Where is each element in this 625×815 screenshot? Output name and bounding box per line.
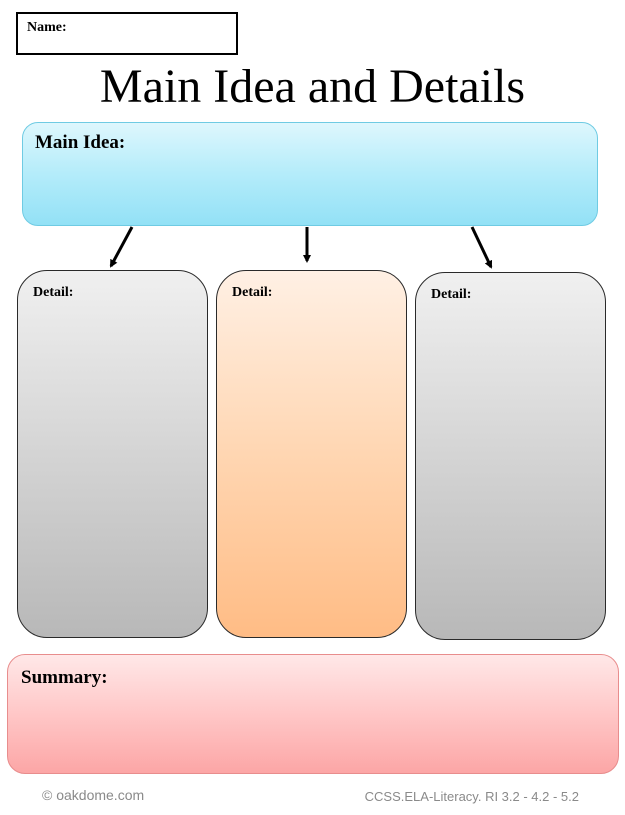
summary-label: Summary: — [21, 667, 108, 688]
detail-label: Detail: — [33, 285, 74, 300]
footer-copyright: © oakdome.com — [42, 787, 145, 803]
main-idea-label: Main Idea: — [35, 132, 126, 153]
page-title: Main Idea and Details — [99, 60, 526, 113]
main-idea-box[interactable]: Main Idea: — [22, 122, 598, 226]
detail-box-2[interactable]: Detail: — [216, 270, 407, 638]
detail-label: Detail: — [232, 285, 273, 300]
detail-label: Detail: — [431, 287, 472, 302]
arrow-left — [109, 226, 134, 268]
name-label: Name: — [27, 20, 67, 35]
arrow-right — [470, 226, 493, 269]
footer-standards: CCSS.ELA-Literacy. RI 3.2 - 4.2 - 5.2 — [364, 789, 579, 804]
name-field[interactable]: Name: — [16, 12, 238, 55]
summary-box[interactable]: Summary: — [7, 654, 619, 774]
detail-box-1[interactable]: Detail: — [17, 270, 208, 638]
detail-box-3[interactable]: Detail: — [415, 272, 606, 640]
